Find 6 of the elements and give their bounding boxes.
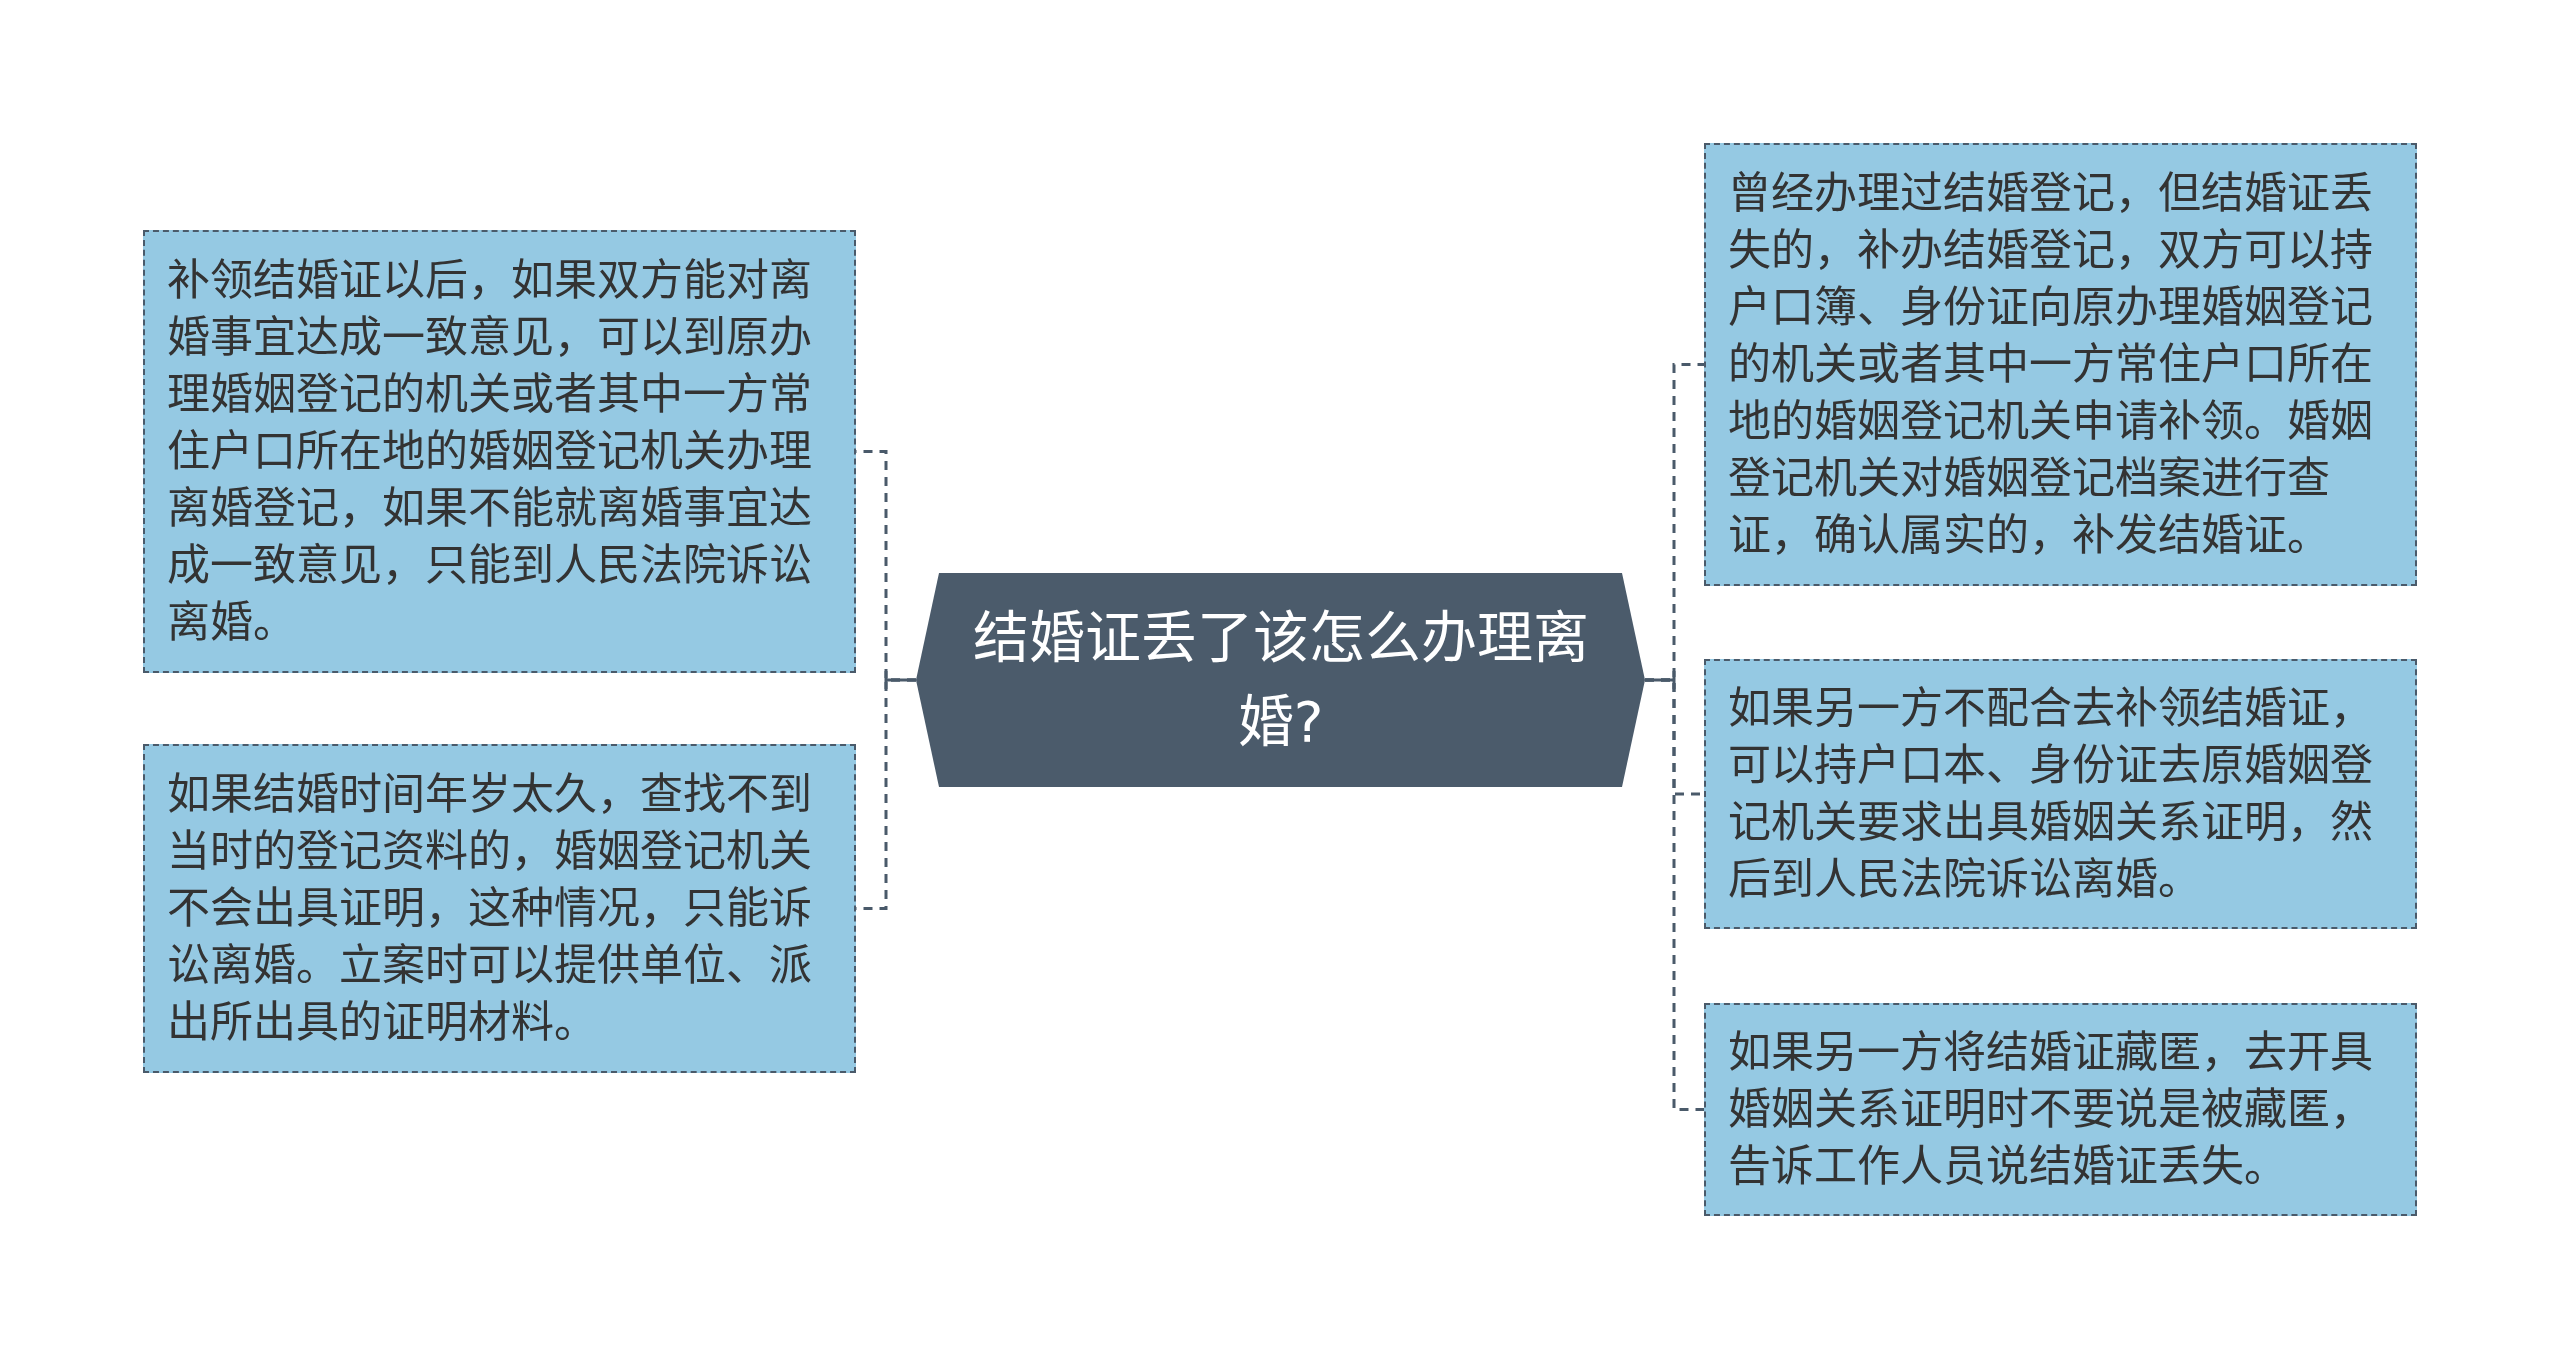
topic-hexagon: 结婚证丢了该怎么办理离婚? (916, 573, 1645, 787)
note-box: 曾经办理过结婚登记，但结婚证丢失的，补办结婚登记，双方可以持户口簿、身份证向原办理婚姻登记的机关或者其中一方常住户口所在地的婚姻登记机关申请补领。婚姻登记机关对婚姻登记档案进行查证，确认属实的，补发结婚证。 (1704, 143, 2417, 586)
note-box: 如果另一方将结婚证藏匿，去开具婚姻关系证明时不要说是被藏匿，告诉工作人员说结婚证丢失。 (1704, 1003, 2417, 1216)
note-box: 补领结婚证以后，如果双方能对离婚事宜达成一致意见，可以到原办理婚姻登记的机关或者其中一方常住户口所在地的婚姻登记机关办理离婚登记，如果不能就离婚事宜达成一致意见，只能到人民法院诉讼离婚。 (143, 230, 856, 673)
note-box: 如果结婚时间年岁太久，查找不到当时的登记资料的，婚姻登记机关不会出具证明，这种情况，只能诉讼离婚。立案时可以提供单位、派出所出具的证明材料。 (143, 744, 856, 1073)
note-box: 如果另一方不配合去补领结婚证，可以持户口本、身份证去原婚姻登记机关要求出具婚姻关系证明，然后到人民法院诉讼离婚。 (1704, 659, 2417, 929)
